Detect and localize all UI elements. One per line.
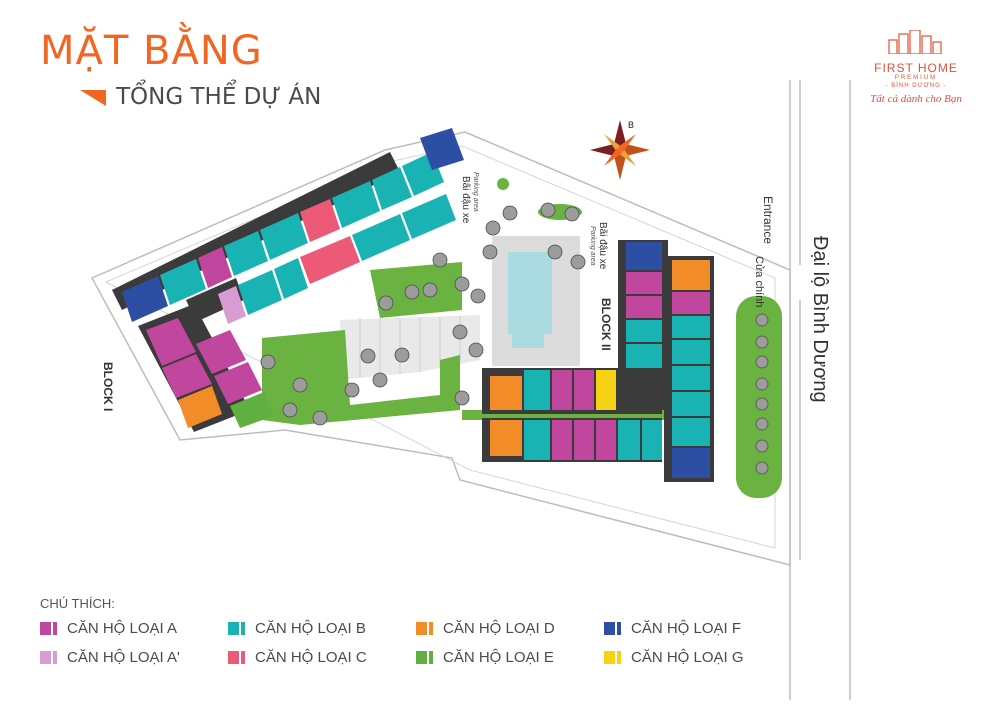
parking-2-label: Bãi đậu xe bbox=[597, 222, 608, 270]
parking-1-label: Bãi đậu xe bbox=[460, 176, 471, 224]
block-1-wing-south bbox=[138, 304, 274, 432]
legend-swatch bbox=[40, 622, 57, 635]
logo-location: - BÌNH DƯƠNG - bbox=[885, 83, 947, 89]
subtitle-group: TỔNG THỂ DỰ ÁN bbox=[80, 84, 321, 110]
page-subtitle: TỔNG THỂ DỰ ÁN bbox=[116, 84, 322, 110]
legend-swatch bbox=[416, 622, 433, 635]
entrance-label: Entrance bbox=[761, 196, 775, 244]
block-2-label: BLOCK II bbox=[599, 298, 613, 351]
legend-item: CĂN HỘ LOẠI B bbox=[228, 620, 416, 637]
legend-swatch bbox=[228, 622, 245, 635]
compass-north-label: B bbox=[628, 120, 634, 130]
legend-item: CĂN HỘ LOẠI F bbox=[604, 620, 792, 637]
legend-label: CĂN HỘ LOẠI E bbox=[443, 649, 554, 666]
logo-slogan: Tất cả dành cho Bạn bbox=[870, 93, 962, 105]
trees-layer bbox=[260, 202, 769, 475]
legend-label: CĂN HỘ LOẠI D bbox=[443, 620, 555, 637]
legend-swatch bbox=[604, 651, 621, 664]
logo-tier: PREMIUM bbox=[894, 75, 938, 81]
legend-label: CĂN HỘ LOẠI G bbox=[631, 649, 744, 666]
page-title: MẶT BẰNG bbox=[40, 28, 263, 74]
legend-label: CĂN HỘ LOẠI A bbox=[67, 620, 178, 637]
parking-1-sublabel: Parking area bbox=[472, 172, 479, 212]
legend-title: CHÚ THÍCH: bbox=[40, 596, 115, 611]
legend-item: CĂN HỘ LOẠI G bbox=[604, 649, 792, 666]
road-lines bbox=[789, 80, 851, 700]
legend-item: CĂN HỘ LOẠI C bbox=[228, 649, 416, 666]
legend-swatch bbox=[228, 651, 245, 664]
plaza-grid-lines bbox=[359, 316, 461, 378]
lawn-roadside bbox=[736, 296, 782, 498]
block-1-label: BLOCK I bbox=[101, 362, 115, 411]
legend-label: CĂN HỘ LOẠI F bbox=[631, 620, 742, 637]
legend-label: CĂN HỘ LOẠI B bbox=[255, 620, 366, 637]
kids-pool bbox=[512, 334, 544, 348]
road-label: Đại lộ Bình Dương bbox=[809, 236, 831, 403]
legend: CĂN HỘ LOẠI A CĂN HỘ LOẠI B CĂN HỘ LOẠI D C… bbox=[40, 620, 792, 666]
parking-2-sublabel: Parking area bbox=[589, 226, 596, 266]
block-1-wing-north bbox=[112, 128, 464, 324]
compass-rose-icon bbox=[590, 120, 650, 180]
logo-brand: FIRST HOME bbox=[874, 61, 958, 75]
legend-item: CĂN HỘ LOẠI E bbox=[416, 649, 604, 666]
legend-swatch bbox=[416, 651, 433, 664]
legend-label: CĂN HỘ LOẠI C bbox=[255, 649, 367, 666]
legend-item: CĂN HỘ LOẠI A' bbox=[40, 649, 228, 666]
legend-label: CĂN HỘ LOẠI A' bbox=[67, 649, 180, 666]
legend-swatch bbox=[40, 651, 57, 664]
shrub-north bbox=[497, 178, 509, 190]
legend-item: CĂN HỘ LOẠI A bbox=[40, 620, 228, 637]
lawn-south bbox=[262, 330, 460, 425]
block-2-wing bbox=[482, 368, 662, 462]
legend-swatch bbox=[604, 622, 621, 635]
entrance-vi-label: Cửa chính bbox=[753, 256, 765, 307]
triangle-arrow-icon bbox=[80, 90, 106, 106]
brand-logo: FIRST HOME PREMIUM - BÌNH DƯƠNG - Tất cả… bbox=[856, 29, 976, 105]
legend-item: CĂN HỘ LOẠI D bbox=[416, 620, 604, 637]
swimming-pool bbox=[508, 252, 552, 334]
